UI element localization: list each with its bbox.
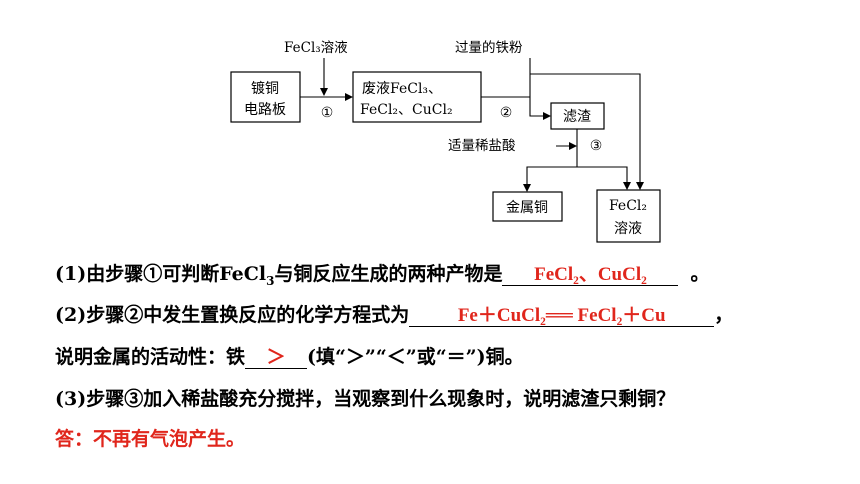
q1-answer-blank: FeCl₂、CuCl₂ [502,264,679,286]
question-2b: 说明金属的活动性：铁 ＞ (填“＞”“＜”或“＝”)铜。 [55,345,524,369]
q1-answer: FeCl₂、CuCl₂ [534,264,647,285]
filtrate-arrow-bottom [577,166,631,190]
copper-label: 金属铜 [506,200,548,216]
fecl3-input-label: FeCl₃溶液 [284,40,348,56]
step3-marker: ③ [590,138,603,154]
residue-label: 滤渣 [563,109,591,125]
q2b-suffix: (填“＞”“＜”或“＝”)铜。 [307,346,524,368]
question-2: (2)步骤②中发生置换反应的化学方程式为 Fe＋CuCl₂══ FeCl₂＋Cu ， [55,303,733,327]
q3-text: (3)步骤③加入稀盐酸充分搅拌，当观察到什么现象时，说明滤渣只剩铜？ [55,388,676,410]
iron-input-label: 过量的铁粉 [455,40,523,56]
step2-marker: ② [500,105,513,121]
fecl2-label-line2: 溶液 [614,221,642,237]
fecl2-box [596,189,661,243]
question-3: (3)步骤③加入稀盐酸充分搅拌，当观察到什么现象时，说明滤渣只剩铜？ [55,387,675,411]
filtrate-arrow-top [530,73,644,190]
question-3-answer: 答：不再有气泡产生。 [55,427,245,451]
q2-answer: Fe＋CuCl₂══ FeCl₂＋Cu [457,305,666,326]
waste-label-line1: 废液FeCl₃、 [362,81,442,97]
q1-sub: 3 [266,273,275,288]
residue-arrow [529,97,551,120]
q1-end: 。 [690,263,710,285]
q2b-answer-blank: ＞ [245,347,308,369]
question-1: (1)由步骤①可判断FeCl3与铜反应生成的两种产物是 FeCl₂、CuCl₂ 。 [55,262,710,288]
acid-input-label: 适量稀盐酸 [448,138,516,154]
step1-marker: ① [321,105,334,121]
flow-diagram: 镀铜 电路板 废液FeCl₃、 FeCl₂、CuCl₂ 滤渣 金属铜 FeCl₂… [230,40,661,243]
q2-answer-blank: Fe＋CuCl₂══ FeCl₂＋Cu [409,305,715,327]
q2b-prefix: 说明金属的活动性：铁 [55,346,246,368]
copper-arrow [523,166,577,192]
q3-answer: 答：不再有气泡产生。 [55,428,246,450]
q2b-answer: ＞ [266,347,286,368]
board-label-line1: 镀铜 [251,80,279,97]
q1-prefix: (1)由步骤①可判断FeCl [55,263,267,285]
q2-end: ， [714,304,734,326]
q1-suffix: 与铜反应生成的两种产物是 [274,263,503,285]
board-label-line2: 电路板 [244,102,286,118]
copper-box [492,191,563,222]
waste-label-line2: FeCl₂、CuCl₂ [360,102,453,118]
fecl2-label-line1: FeCl₂ [609,198,647,214]
q2-prefix: (2)步骤②中发生置换反应的化学方程式为 [55,304,410,326]
